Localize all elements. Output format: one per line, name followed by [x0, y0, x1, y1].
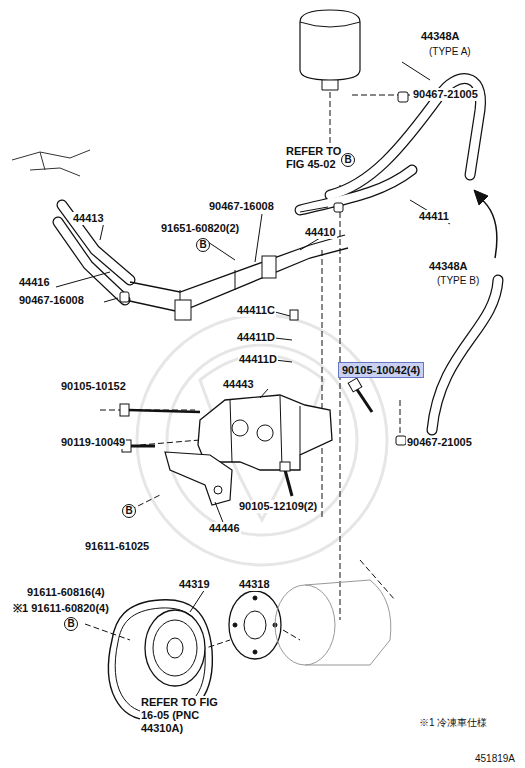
- callout-label: 90105-10152: [60, 380, 127, 393]
- callout-label: ※1 91611-60820(4): [12, 602, 110, 615]
- callout-label: 451819A: [474, 752, 516, 765]
- callout-label: 44411: [418, 210, 450, 223]
- callout-label: 91651-60820(2): [160, 222, 240, 235]
- callout-label: 44416: [18, 276, 51, 289]
- reference-circle: B: [64, 617, 78, 631]
- callout-label: 44348A: [420, 30, 461, 43]
- callout-label: 90467-21005: [412, 88, 479, 101]
- reference-circle: B: [196, 238, 210, 252]
- highlighted-part-box: 90105-10042(4): [338, 362, 424, 378]
- callout-label: 90119-10049: [60, 436, 126, 449]
- callout-label: REFER TO FIG 16-05 (PNC 44310A): [140, 696, 228, 735]
- callout-label: 44410: [304, 226, 337, 239]
- callout-label: 44413: [72, 212, 105, 225]
- circle-letter: B: [65, 618, 77, 629]
- callout-label: 91611-60816(4): [26, 586, 106, 599]
- callout-label: 91611-61025: [84, 540, 150, 553]
- part-number: 90105-10042(4): [342, 364, 420, 376]
- callout-label: 44446: [208, 522, 241, 535]
- callout-label: 90467-21005: [406, 436, 473, 449]
- callout-label: 44319: [178, 578, 211, 591]
- circle-letter: B: [197, 239, 209, 250]
- reference-circle: B: [122, 504, 136, 518]
- circle-letter: B: [123, 505, 135, 516]
- callout-label: 44318: [238, 578, 271, 591]
- callout-label: 90467-16008: [18, 294, 85, 307]
- callout-label: 44348A: [428, 260, 469, 273]
- callout-label: 44411D: [238, 353, 278, 366]
- callout-label: (TYPE A): [428, 45, 472, 58]
- callout-label: 90105-12109(2): [238, 500, 318, 513]
- callout-label: 44411C: [236, 304, 276, 317]
- callout-label: 90467-16008: [208, 200, 275, 213]
- callout-label: 44411D: [236, 331, 276, 344]
- callout-label: ※1 冷凍車仕様: [418, 716, 488, 729]
- callout-label: (TYPE B): [436, 274, 480, 287]
- callout-label: 44443: [222, 378, 255, 391]
- circle-letter: B: [342, 154, 354, 165]
- reference-circle: B: [341, 153, 355, 167]
